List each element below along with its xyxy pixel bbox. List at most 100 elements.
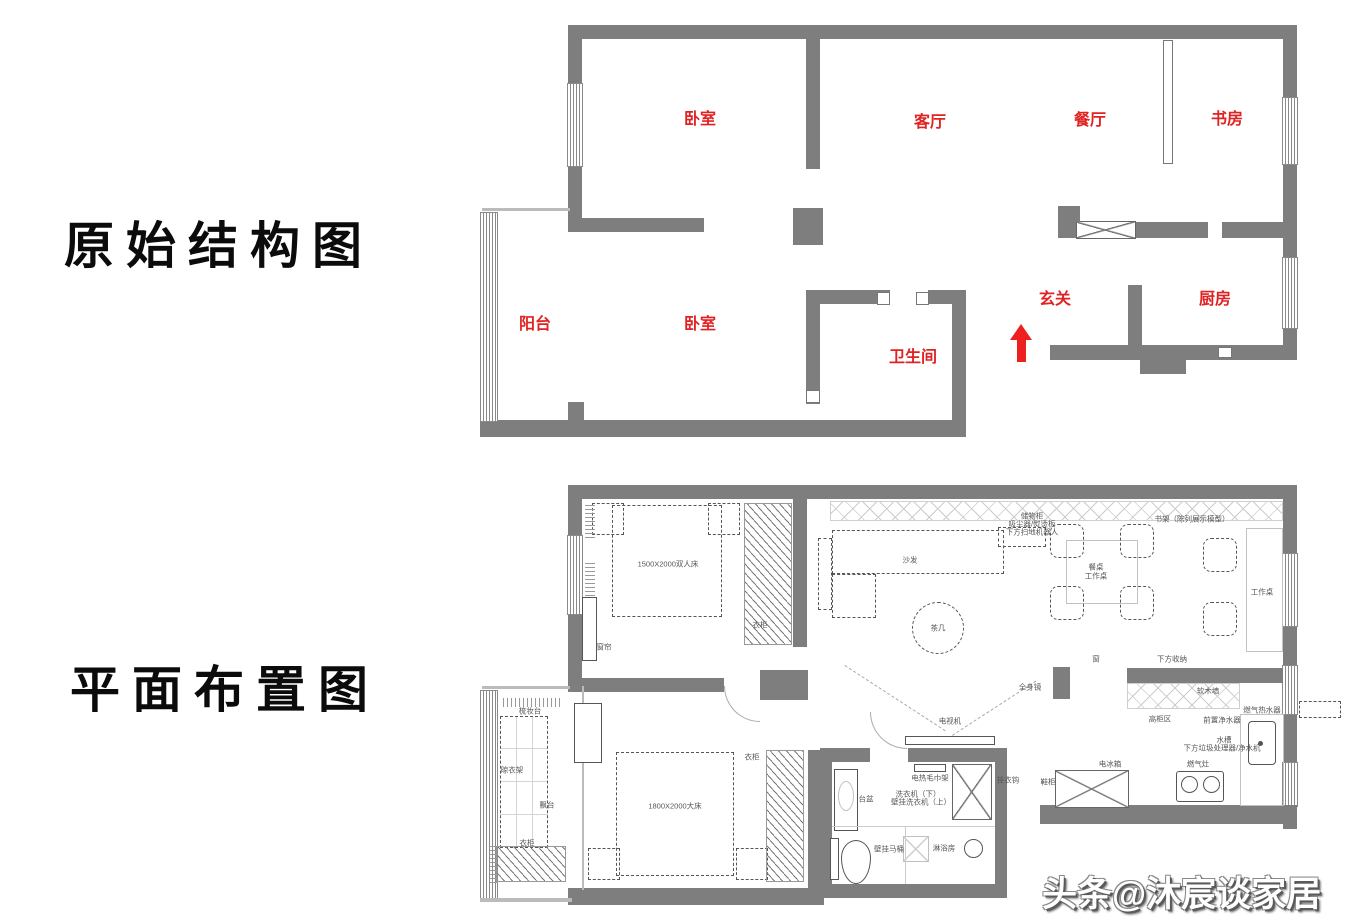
window — [1282, 762, 1298, 807]
nightstand — [708, 503, 740, 535]
balcony-window — [480, 212, 498, 422]
toilet-tank — [830, 838, 839, 880]
stove-burner — [1181, 776, 1198, 793]
wall-segment — [568, 485, 582, 535]
wall-segment — [1283, 485, 1297, 553]
furniture-label: 挂衣钩 — [996, 775, 1020, 785]
furniture-label: 晾衣架 — [500, 765, 524, 775]
sofa — [832, 530, 1004, 574]
gas-water-heater — [1299, 701, 1341, 718]
wall-segment — [570, 485, 1297, 499]
wall-segment — [1058, 206, 1080, 222]
furniture-label: 电热毛巾架 — [911, 773, 949, 783]
dining-chair — [1050, 524, 1084, 558]
furniture-label: 淋浴房 — [932, 843, 956, 853]
room-label: 书房 — [1210, 111, 1244, 128]
nightstand — [736, 848, 768, 880]
room-label: 玄关 — [1038, 291, 1072, 308]
wall-segment — [1140, 360, 1186, 374]
furniture-label: 台盆 — [858, 794, 874, 804]
fridge — [1055, 770, 1129, 808]
room-label: 客厅 — [913, 114, 947, 131]
tea-table — [912, 602, 964, 654]
furniture-label: 吸尘器/熨烫板 — [1008, 519, 1056, 529]
furniture-label: 餐桌 — [1088, 562, 1104, 572]
partition-line — [905, 826, 906, 884]
toilet-bowl — [841, 840, 871, 884]
balcony-edge — [480, 898, 572, 902]
furniture-label: 沙发 — [902, 555, 918, 565]
furniture-label: 书架（陈列展示模型） — [1154, 514, 1230, 524]
door-swing-arc — [870, 712, 907, 749]
wall-segment — [568, 678, 724, 692]
furniture-label: 电视机 — [938, 716, 962, 726]
wardrobe — [766, 750, 804, 882]
window-seat — [582, 597, 597, 661]
wall-segment — [806, 39, 820, 169]
wall-segment — [908, 748, 1007, 762]
dressing-table — [574, 703, 602, 763]
furniture-label: 衣柜 — [744, 752, 760, 762]
watermark: 头条@沐宸谈家居 — [1042, 875, 1322, 914]
wardrobe — [744, 503, 792, 645]
nightstand — [588, 848, 620, 880]
balcony-cabinet — [500, 716, 548, 848]
wall-segment — [1040, 805, 1297, 824]
wall-segment — [806, 290, 890, 304]
wall-segment — [1127, 668, 1283, 683]
storage-cabinet — [998, 527, 1046, 547]
furniture-label: 衣柜 — [752, 620, 768, 630]
furniture-label: 洗衣机（下） — [895, 789, 941, 799]
wall-segment — [1283, 25, 1297, 97]
towel-rack — [914, 764, 946, 772]
balcony-edge — [482, 686, 570, 689]
furniture-label: 工作桌 — [1250, 587, 1274, 597]
washing-machine — [952, 764, 992, 820]
entrance-arrow-icon — [1010, 324, 1032, 340]
mirror-wall-stub — [1053, 667, 1070, 699]
wall-segment — [568, 25, 582, 83]
wall-segment — [1283, 627, 1297, 665]
door-jamb — [1218, 347, 1232, 358]
furniture-label: 燃气灶 — [1186, 759, 1210, 769]
furniture-label: 高柜区 — [1148, 714, 1172, 724]
furniture-label: 工作桌 — [1084, 571, 1108, 581]
curtain-icon — [585, 502, 595, 538]
room-label: 厨房 — [1198, 291, 1232, 308]
furniture-label: 窗帘 — [596, 642, 612, 652]
sofa-armrest — [818, 538, 832, 610]
room-label: 卧室 — [683, 111, 717, 128]
furniture-label: 1500X2000双人床 — [637, 559, 699, 569]
window — [567, 83, 583, 167]
wall-segment — [808, 750, 822, 898]
door-swing-arc — [724, 686, 760, 722]
room-label: 餐厅 — [1073, 112, 1107, 129]
sofa-chaise — [832, 574, 876, 618]
bookshelf — [830, 501, 1283, 521]
window — [1282, 257, 1298, 329]
shower-head — [964, 839, 983, 858]
door-frame — [1163, 40, 1173, 164]
wall-segment — [760, 670, 808, 700]
faucet — [1258, 741, 1263, 746]
work-desk — [1246, 528, 1283, 652]
furniture-label: 下方扫地机器人 — [1005, 527, 1059, 537]
wall-segment — [995, 748, 1007, 898]
kitchen-counter — [1240, 714, 1284, 806]
wall-segment — [570, 25, 1297, 39]
furniture-label: 梳妆台 — [518, 706, 542, 716]
wall-segment — [480, 420, 966, 437]
wall-segment — [820, 748, 870, 762]
entrance-arrow-icon — [1017, 340, 1026, 362]
window-opening — [1076, 221, 1136, 239]
room-label: 卧室 — [683, 316, 717, 333]
furniture-label: 鞋柜 — [1040, 777, 1056, 787]
wall-segment — [568, 888, 824, 905]
dining-table — [1066, 540, 1138, 604]
wall-segment — [568, 402, 584, 420]
room-label: 卫生间 — [888, 349, 938, 366]
wall-segment — [1283, 715, 1297, 762]
desk-chair — [1203, 602, 1237, 636]
furniture-label: 壁挂马桶 — [874, 844, 904, 854]
